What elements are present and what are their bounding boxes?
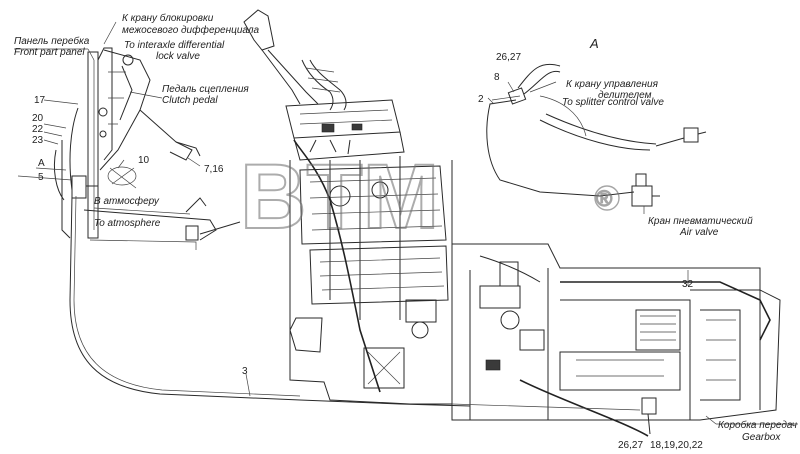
label-gearbox-en: Gearbox [742, 432, 781, 443]
callout-26-27-bottom: 26,27 [618, 440, 643, 451]
callout-8: 8 [494, 72, 500, 83]
label-lock-en-1: To interaxle differential [124, 40, 225, 51]
callout-a: A [38, 158, 45, 169]
label-airvalve-en: Air valve [679, 227, 719, 238]
label-splitter-ru-2: делителем [598, 90, 652, 101]
callout-32: 32 [682, 279, 694, 290]
label-splitter-ru-1: К крану управления [566, 79, 659, 90]
callout-7-16: 7,16 [204, 164, 224, 175]
callout-23: 23 [32, 135, 44, 146]
watermark: BTM ® [239, 145, 620, 249]
callout-18-22: 18,19,20,22 [650, 440, 703, 451]
callout-17: 17 [34, 95, 46, 106]
callout-26-27-top: 26,27 [496, 52, 521, 63]
label-lock-ru-2: межосевого дифференциала [122, 24, 259, 36]
splitter-air-line [486, 63, 707, 207]
leader-lines [14, 21, 798, 425]
label-gearbox-ru: Коробка передач [718, 419, 797, 431]
front-panel-assembly [53, 47, 241, 250]
label-splitter-en: To splitter control valve [562, 97, 664, 108]
watermark-text: BTM [240, 146, 439, 248]
pipe-3-inner [73, 195, 301, 397]
label-lock-ru-1: К крану блокировки [122, 12, 214, 24]
label-front-panel-en: Front part panel [14, 47, 85, 58]
label-atmos-en: To atmosphere [94, 218, 161, 229]
callout-22: 22 [32, 124, 44, 135]
label-clutch-en: Clutch pedal [162, 95, 218, 106]
callouts: 17 20 22 23 A 5 10 7,16 26,27 8 2 3 32 2… [32, 52, 703, 451]
label-lock-en-2: lock valve [156, 51, 200, 62]
callout-5: 5 [38, 172, 44, 183]
label-section-a: A [589, 36, 599, 51]
callout-3: 3 [242, 366, 248, 377]
gearbox [451, 243, 781, 437]
label-clutch-ru: Педаль сцепления [162, 84, 249, 95]
label-front-panel-ru: Панель перебка [14, 35, 90, 47]
engine-block [243, 9, 453, 405]
label-airvalve-ru: Кран пневматический [648, 216, 753, 227]
callout-20: 20 [32, 113, 44, 124]
watermark-registered: ® [596, 186, 612, 211]
callout-2: 2 [478, 94, 484, 105]
pipe-3 [69, 195, 471, 407]
callout-10: 10 [138, 155, 150, 166]
text-labels: Панель перебка Front part panel К крану … [14, 12, 797, 443]
label-atmos-ru: В атмосферу [94, 195, 160, 207]
